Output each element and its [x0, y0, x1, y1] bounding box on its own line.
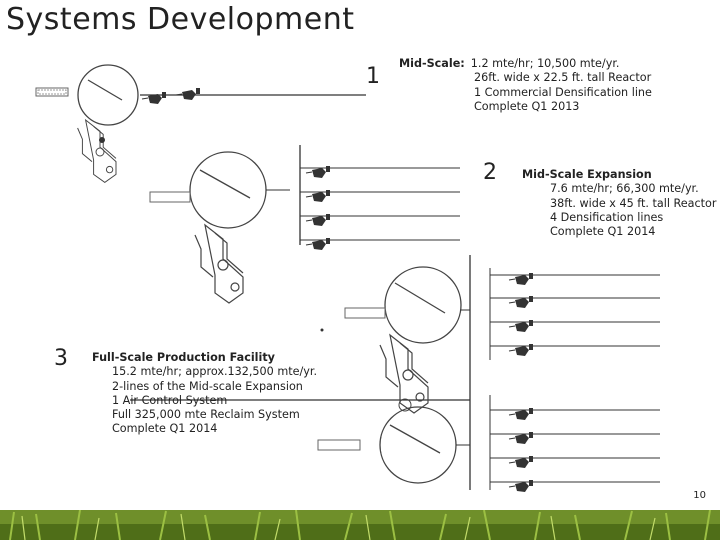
stage3-line: Complete Q1 2014	[92, 422, 332, 436]
stage2-line: 7.6 mte/hr; 66,300 mte/yr.	[522, 182, 718, 196]
stage1-line: 1 Commercial Densification line	[399, 86, 699, 100]
stage1-details: Mid-Scale: 1.2 mte/hr; 10,500 mte/yr. 26f…	[399, 57, 699, 114]
stage2-label: Mid-Scale Expansion	[522, 168, 718, 182]
page-number: 10	[693, 490, 706, 501]
stage2-drawing	[150, 145, 460, 303]
stage3-line: 15.2 mte/hr; approx.132,500 mte/yr.	[92, 365, 332, 379]
stage3-label: Full-Scale Production Facility	[92, 351, 332, 365]
stage3-details: Full-Scale Production Facility 15.2 mte/…	[92, 351, 332, 437]
stage1-line: 26ft. wide x 22.5 ft. tall Reactor	[399, 71, 699, 85]
stage1-number: 1	[366, 64, 380, 89]
grass-footer-image	[0, 510, 720, 540]
stage1-label: Mid-Scale:	[399, 57, 465, 71]
stage2-number: 2	[483, 160, 497, 185]
stage2-line: 38ft. wide x 45 ft. tall Reactor	[522, 197, 718, 211]
stage3-number: 3	[54, 346, 68, 371]
stage3-line: Full 325,000 mte Reclaim System	[92, 408, 332, 422]
stage1-line: 1.2 mte/hr; 10,500 mte/yr.	[471, 57, 620, 70]
stage1-line: Complete Q1 2013	[399, 100, 699, 114]
stage3-line: 1 Air Control System	[92, 394, 332, 408]
stage2-line: Complete Q1 2014	[522, 225, 718, 239]
stage3-line: 2-lines of the Mid-scale Expansion	[92, 380, 332, 394]
stage2-line: 4 Densification lines	[522, 211, 718, 225]
stage2-details: Mid-Scale Expansion 7.6 mte/hr; 66,300 m…	[522, 168, 718, 239]
stage1-drawing	[36, 65, 366, 182]
